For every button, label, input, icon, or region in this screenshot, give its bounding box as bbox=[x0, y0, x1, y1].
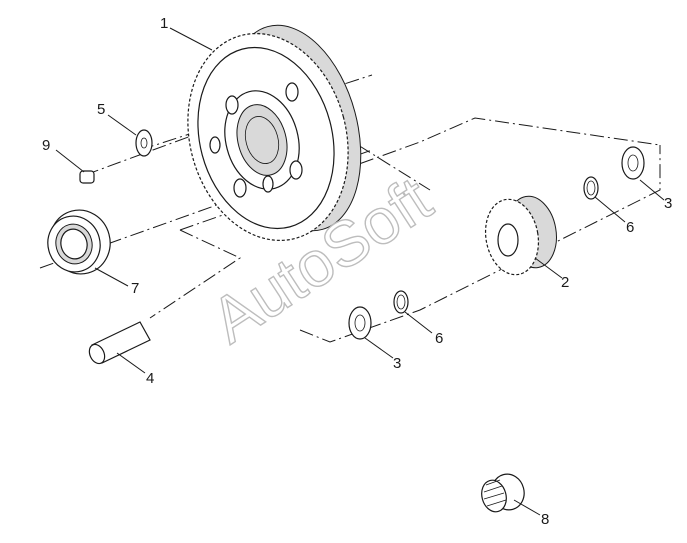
callout-3-right: 3 bbox=[664, 195, 672, 212]
callout-2: 2 bbox=[561, 274, 569, 291]
callout-3-left: 3 bbox=[393, 355, 401, 372]
part-8-needle-bearing bbox=[481, 473, 525, 513]
part-9-screw bbox=[79, 170, 95, 184]
part-7-bearing bbox=[47, 209, 111, 275]
part-5-washer bbox=[135, 129, 153, 157]
part-6-snap-ring-left bbox=[393, 290, 409, 314]
leader-lines bbox=[55, 27, 665, 516]
callout-6-right: 6 bbox=[626, 219, 634, 236]
callout-1: 1 bbox=[160, 15, 168, 32]
part-4-pin bbox=[88, 321, 151, 365]
part-3-washer-left bbox=[348, 306, 372, 340]
part-2-spur-gear bbox=[484, 195, 557, 276]
callout-5: 5 bbox=[97, 101, 105, 118]
part-3-washer-right bbox=[621, 146, 645, 180]
callout-7: 7 bbox=[131, 280, 139, 297]
part-1-ring-gear bbox=[187, 24, 362, 242]
callout-6-left: 6 bbox=[435, 330, 443, 347]
callout-9: 9 bbox=[42, 137, 50, 154]
callout-8: 8 bbox=[541, 511, 549, 528]
callout-4: 4 bbox=[146, 370, 154, 387]
part-6-snap-ring-right bbox=[583, 176, 599, 200]
